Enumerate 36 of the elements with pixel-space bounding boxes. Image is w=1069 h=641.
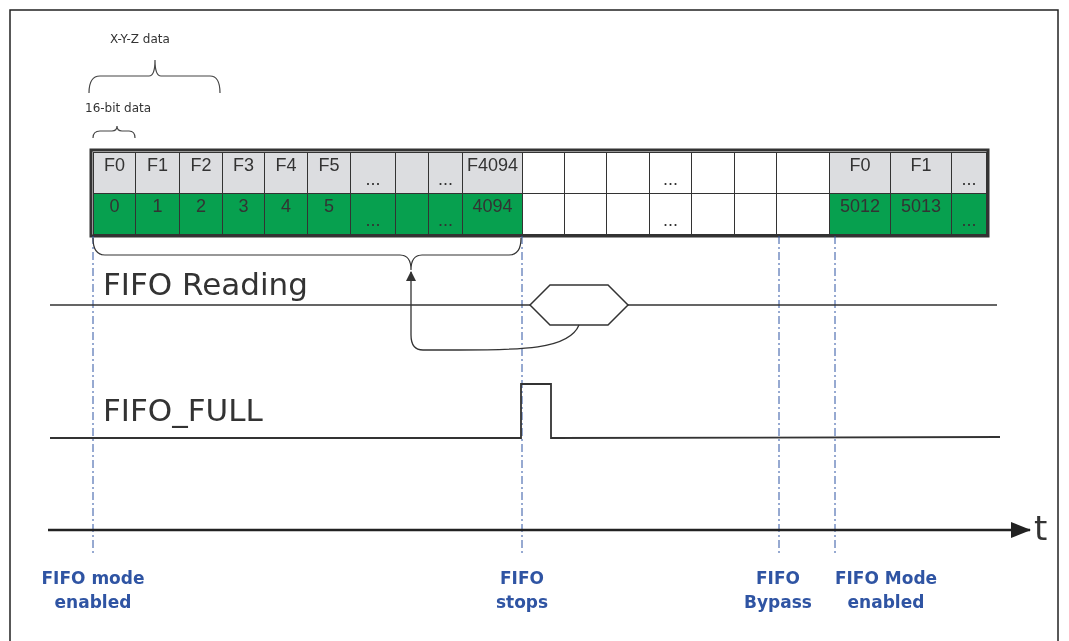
register-cell: 4094 xyxy=(462,193,523,235)
register-cell: F2 xyxy=(179,152,223,194)
register-cell: ... xyxy=(951,193,987,235)
register-cell: 5 xyxy=(307,193,351,235)
register-cell: F0 xyxy=(93,152,136,194)
register-cell: F4094 xyxy=(462,152,523,194)
event-label: FIFO mode enabled xyxy=(40,567,146,614)
register-cell: F1 xyxy=(890,152,952,194)
register-cell: ... xyxy=(350,152,396,194)
brace-label: X-Y-Z data xyxy=(110,32,170,46)
register-cell: ... xyxy=(951,152,987,194)
register-cell: 5013 xyxy=(890,193,952,235)
register-cell: ... xyxy=(428,152,463,194)
register-cell: F5 xyxy=(307,152,351,194)
event-label: FIFO Bypass xyxy=(743,567,813,614)
register-cell: F1 xyxy=(135,152,180,194)
register-cell: 4 xyxy=(264,193,308,235)
event-label: FIFO stops xyxy=(494,567,550,614)
register-cell: 1 xyxy=(135,193,180,235)
register-cell: 0 xyxy=(93,193,136,235)
register-cell: F0 xyxy=(829,152,891,194)
brace-label: 16-bit data xyxy=(85,101,152,115)
register-cell: 5012 xyxy=(829,193,891,235)
signal-name: FIFO Reading xyxy=(103,266,308,302)
signal-name: FIFO_FULL xyxy=(103,392,263,428)
register-cell: F3 xyxy=(222,152,265,194)
register-cell: 2 xyxy=(179,193,223,235)
register-cell: 3 xyxy=(222,193,265,235)
brace xyxy=(92,237,522,271)
register-cell: ... xyxy=(350,193,396,235)
arrow xyxy=(406,271,580,351)
axis-label: t xyxy=(1034,508,1048,548)
event-label: FIFO Mode enabled xyxy=(833,567,939,614)
register-cell: ... xyxy=(428,193,463,235)
bus-hexagon xyxy=(528,284,630,326)
register-cell: F4 xyxy=(264,152,308,194)
